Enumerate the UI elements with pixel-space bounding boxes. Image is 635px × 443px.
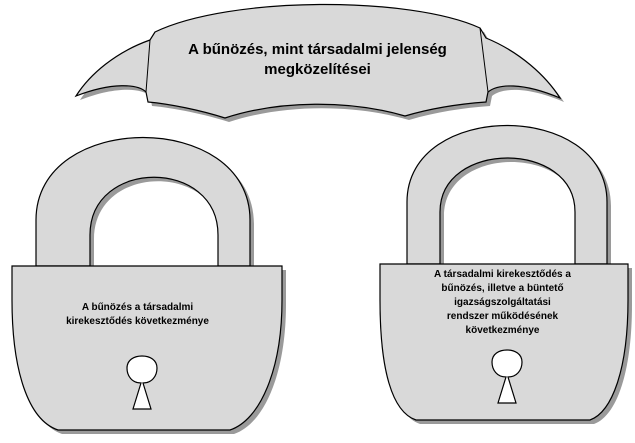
banner-body [74, 3, 562, 119]
padlock-right-label: A társadalmi kirekesztődés a bűnözés, il… [434, 269, 571, 336]
padlock-right-body [379, 263, 629, 421]
banner-fold-right [479, 27, 489, 93]
banner-fold-left [145, 39, 151, 93]
padlock-left-label: A bűnözés a társadalmi kirekesztődés köv… [66, 302, 209, 327]
title-banner [74, 3, 564, 122]
padlock-right-shackle [406, 125, 608, 265]
padlock-left-body [11, 265, 283, 431]
padlock-right [379, 125, 632, 424]
keyhole-icon [491, 349, 523, 404]
diagram-title: A bűnözés, mint társadalmi jelenség megk… [188, 41, 447, 78]
keyhole-icon [126, 355, 158, 410]
padlock-left-shackle [35, 137, 251, 267]
padlock-left [11, 137, 286, 434]
